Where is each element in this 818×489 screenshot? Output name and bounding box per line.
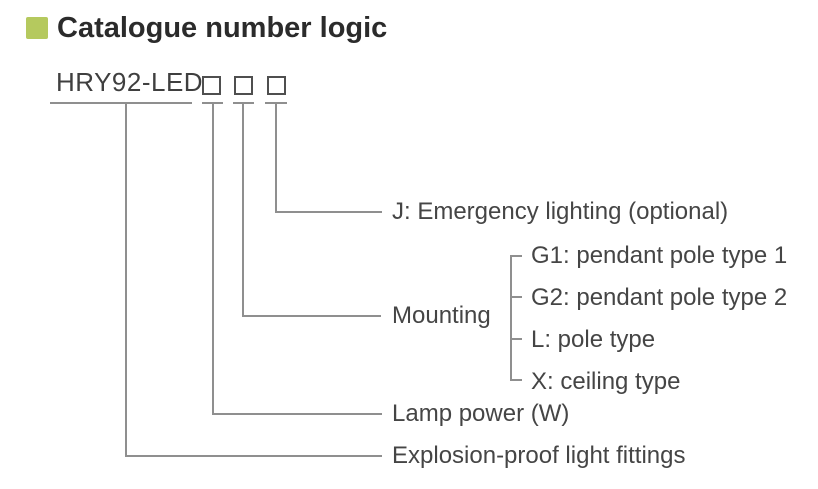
mounting-option-g1: G1: pendant pole type 1 <box>531 242 788 269</box>
catalogue-code-prefix: HRY92-LED <box>56 67 204 97</box>
code-placeholder-box-3 <box>267 76 286 95</box>
mounting-bracket-tick-3 <box>510 338 522 340</box>
connector-product-vertical <box>125 102 127 457</box>
mounting-label: Mounting <box>392 302 491 329</box>
connector-lamp-power-vertical <box>212 102 214 415</box>
mounting-bracket-tick-4 <box>510 379 522 381</box>
mounting-bracket-tick-1 <box>510 255 522 257</box>
product-label: Explosion-proof light fittings <box>392 442 686 469</box>
connector-emergency-horizontal <box>275 211 382 213</box>
connector-mounting-horizontal <box>242 315 381 317</box>
connector-lamp-power-horizontal <box>212 413 382 415</box>
mounting-bracket-vertical <box>510 255 512 381</box>
connector-product-horizontal <box>125 455 382 457</box>
connector-emergency-vertical <box>275 102 277 213</box>
mounting-bracket-tick-2 <box>510 296 522 298</box>
emergency-label: J: Emergency lighting (optional) <box>392 198 729 225</box>
section-bullet-icon <box>26 17 48 39</box>
code-placeholder-box-1 <box>202 76 221 95</box>
lamp-power-label: Lamp power (W) <box>392 400 570 427</box>
code-placeholder-box-2 <box>234 76 253 95</box>
mounting-option-l: L: pole type <box>531 326 656 353</box>
mounting-option-g2: G2: pendant pole type 2 <box>531 284 788 311</box>
connector-mounting-vertical <box>242 102 244 317</box>
page-title: Catalogue number logic <box>57 12 388 44</box>
mounting-option-x: X: ceiling type <box>531 368 681 395</box>
code-underline <box>50 102 192 104</box>
